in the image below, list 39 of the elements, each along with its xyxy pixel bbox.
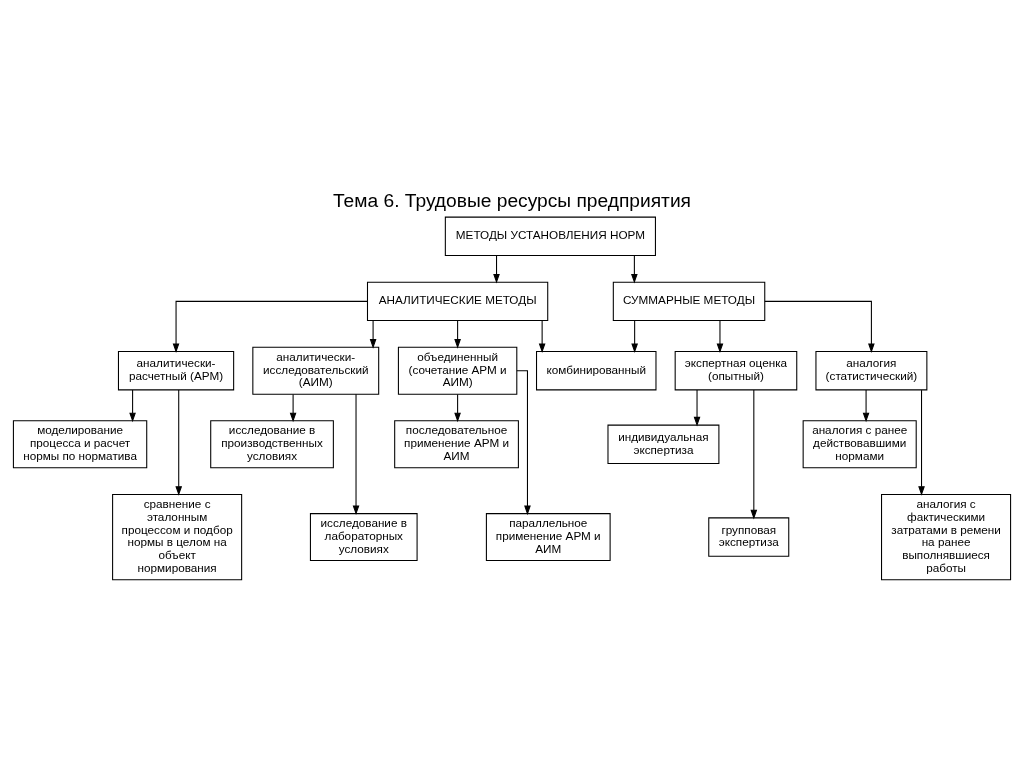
arrow <box>538 320 546 354</box>
node-box: объединенный (сочетание АРМ и АИМ) <box>397 346 518 395</box>
arrow <box>454 320 461 349</box>
node-box: аналогия (статистический) <box>815 350 928 391</box>
arrow <box>289 393 297 423</box>
node-box: АНАЛИТИЧЕСКИЕ МЕТОДЫ <box>366 281 549 322</box>
arrow <box>175 389 183 496</box>
arrow <box>862 389 870 423</box>
node-box: аналогия с фактическими затратами в ремени на ранее выполнявшиеся работы <box>881 493 1012 581</box>
node-box: экспертная оценка (опытный) <box>674 350 798 391</box>
node-box: индивидуальная экспертиза <box>607 424 720 465</box>
node-box: аналитически- исследовательский (АИМ) <box>252 346 380 395</box>
node-box: сравнение с эталонным процессом и подбор нормы в целом на объект нормирования <box>112 493 243 581</box>
arrow <box>352 393 360 516</box>
arrow <box>129 389 136 423</box>
arrow <box>631 320 638 354</box>
arrow <box>369 320 377 349</box>
node-box: последовательное применение АРМ и АИМ <box>394 420 519 469</box>
arrow <box>631 255 638 284</box>
node-box: моделирование процесса и расчет нормы по норматива <box>12 420 148 469</box>
arrow <box>764 300 875 353</box>
node-box: групповая экспертиза <box>708 517 790 557</box>
arrow <box>716 320 724 354</box>
arrow <box>918 389 925 496</box>
node-box: аналитически- расчетный (АРМ) <box>117 350 235 391</box>
arrow <box>693 389 701 427</box>
node-box: МЕТОДЫ УСТАНОВЛЕНИЯ НОРМ <box>444 216 656 257</box>
node-box: исследование в лабораторных условиях <box>309 513 418 562</box>
arrow <box>493 255 500 284</box>
arrow <box>454 393 461 423</box>
node-box: комбинированный <box>536 350 657 391</box>
arrow <box>172 300 368 353</box>
node-box: аналогия с ранее действовавшими нормами <box>802 420 917 469</box>
node-box: исследование в производственных условиях <box>210 420 334 469</box>
node-box: СУММАРНЫЕ МЕТОДЫ <box>612 281 766 322</box>
node-box: параллельное применение АРМ и АИМ <box>485 513 611 562</box>
arrow <box>750 389 758 520</box>
arrow <box>516 370 531 516</box>
diagram-title: Тема 6. Трудовые ресурсы предприятия <box>332 189 692 211</box>
